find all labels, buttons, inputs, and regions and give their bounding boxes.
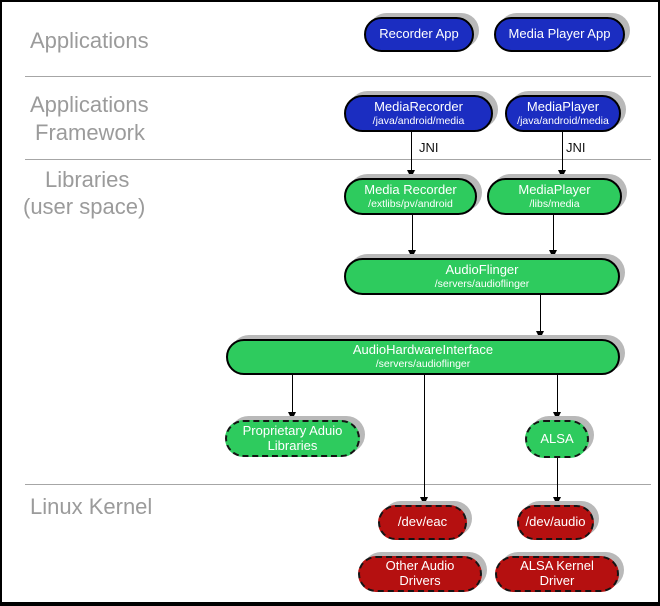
node-fw-mediaplayer: MediaPlayer/java/android/media xyxy=(505,95,621,132)
edge-ahi-to-proprietary xyxy=(291,375,293,414)
node-proprietary-audio-libs: Proprietary Aduio Libraries xyxy=(225,420,360,457)
node-media-player-app: Media Player App xyxy=(494,17,625,52)
node-title: ALSA xyxy=(540,430,574,446)
edge-lib-player-to-flinger-arrowhead-icon xyxy=(549,250,557,258)
jni-label-recorder: JNI xyxy=(419,140,439,155)
node-title: MediaRecorder xyxy=(374,98,463,114)
node-subtitle: /extlibs/pv/android xyxy=(368,197,453,210)
node-audiohardwareinterface: AudioHardwareInterface/servers/audioflin… xyxy=(226,339,620,375)
jni-label-player: JNI xyxy=(566,140,586,155)
edge-ahi-to-proprietary-arrowhead-icon xyxy=(288,412,296,420)
node-subtitle: /libs/media xyxy=(529,197,580,210)
label-libraries-1: Libraries xyxy=(45,167,130,192)
edge-alsa-to-dev-audio xyxy=(556,458,558,499)
edge-flinger-to-ahi-arrowhead-icon xyxy=(536,331,544,339)
node-subtitle: /servers/audioflinger xyxy=(434,277,530,290)
node-title: Other Audio Drivers xyxy=(385,558,455,588)
edge-fw-mediarecorder-to-lib xyxy=(410,132,412,172)
node-other-audio-drivers: Other Audio Drivers xyxy=(358,556,482,592)
edge-ahi-to-dev-eac xyxy=(423,375,425,499)
label-applications-framework-2: Framework xyxy=(35,120,146,145)
edge-fw-mediaplayer-to-lib-arrowhead-icon xyxy=(558,170,566,178)
edge-fw-mediarecorder-to-lib-arrowhead-icon xyxy=(407,170,415,178)
label-linux-kernel: Linux Kernel xyxy=(30,494,153,519)
edge-ahi-to-dev-eac-arrowhead-icon xyxy=(420,497,428,505)
edge-ahi-to-alsa-arrowhead-icon xyxy=(553,412,561,420)
node-title: /dev/eac xyxy=(397,514,448,530)
node-title: Recorder App xyxy=(379,26,459,42)
node-alsa-kernel-driver: ALSA Kernel Driver xyxy=(495,556,619,592)
node-fw-mediarecorder: MediaRecorder/java/android/media xyxy=(344,95,493,132)
edge-ahi-to-alsa xyxy=(556,375,558,414)
node-title: MediaPlayer xyxy=(526,98,600,114)
node-recorder-app: Recorder App xyxy=(364,17,474,52)
node-title: AudioHardwareInterface xyxy=(352,342,494,358)
node-title: ALSA Kernel Driver xyxy=(520,558,594,588)
node-title: Media Player App xyxy=(508,26,611,42)
node-title: AudioFlinger xyxy=(445,261,519,277)
node-dev-eac: /dev/eac xyxy=(378,505,467,540)
edge-flinger-to-ahi xyxy=(539,295,541,333)
node-subtitle: /java/android/media xyxy=(372,114,465,127)
edge-fw-mediaplayer-to-lib xyxy=(561,132,563,172)
edge-alsa-to-dev-audio-arrowhead-icon xyxy=(553,497,561,505)
node-lib-mediaplayer: MediaPlayer/libs/media xyxy=(487,178,622,215)
edge-lib-player-to-flinger xyxy=(552,215,554,252)
node-title: MediaPlayer xyxy=(518,181,591,197)
node-audioflinger: AudioFlinger/servers/audioflinger xyxy=(344,258,620,295)
node-dev-audio: /dev/audio xyxy=(517,505,594,540)
label-applications-framework-1: Applications xyxy=(30,92,149,117)
node-title: /dev/audio xyxy=(525,514,586,530)
divider-applications xyxy=(25,76,651,77)
node-title: Media Recorder xyxy=(364,181,457,197)
divider-linux-kernel xyxy=(25,484,651,485)
label-applications: Applications xyxy=(30,28,149,53)
node-title: Proprietary Aduio Libraries xyxy=(242,422,343,453)
node-lib-media-recorder: Media Recorder/extlibs/pv/android xyxy=(344,178,477,215)
edge-lib-recorder-to-flinger-arrowhead-icon xyxy=(408,250,416,258)
edge-lib-recorder-to-flinger xyxy=(411,215,413,252)
node-subtitle: /java/android/media xyxy=(517,114,609,127)
label-libraries-2: (user space) xyxy=(23,194,146,219)
node-alsa: ALSA xyxy=(525,420,589,458)
node-subtitle: /servers/audioflinger xyxy=(375,358,471,371)
divider-framework-libraries xyxy=(25,159,651,160)
